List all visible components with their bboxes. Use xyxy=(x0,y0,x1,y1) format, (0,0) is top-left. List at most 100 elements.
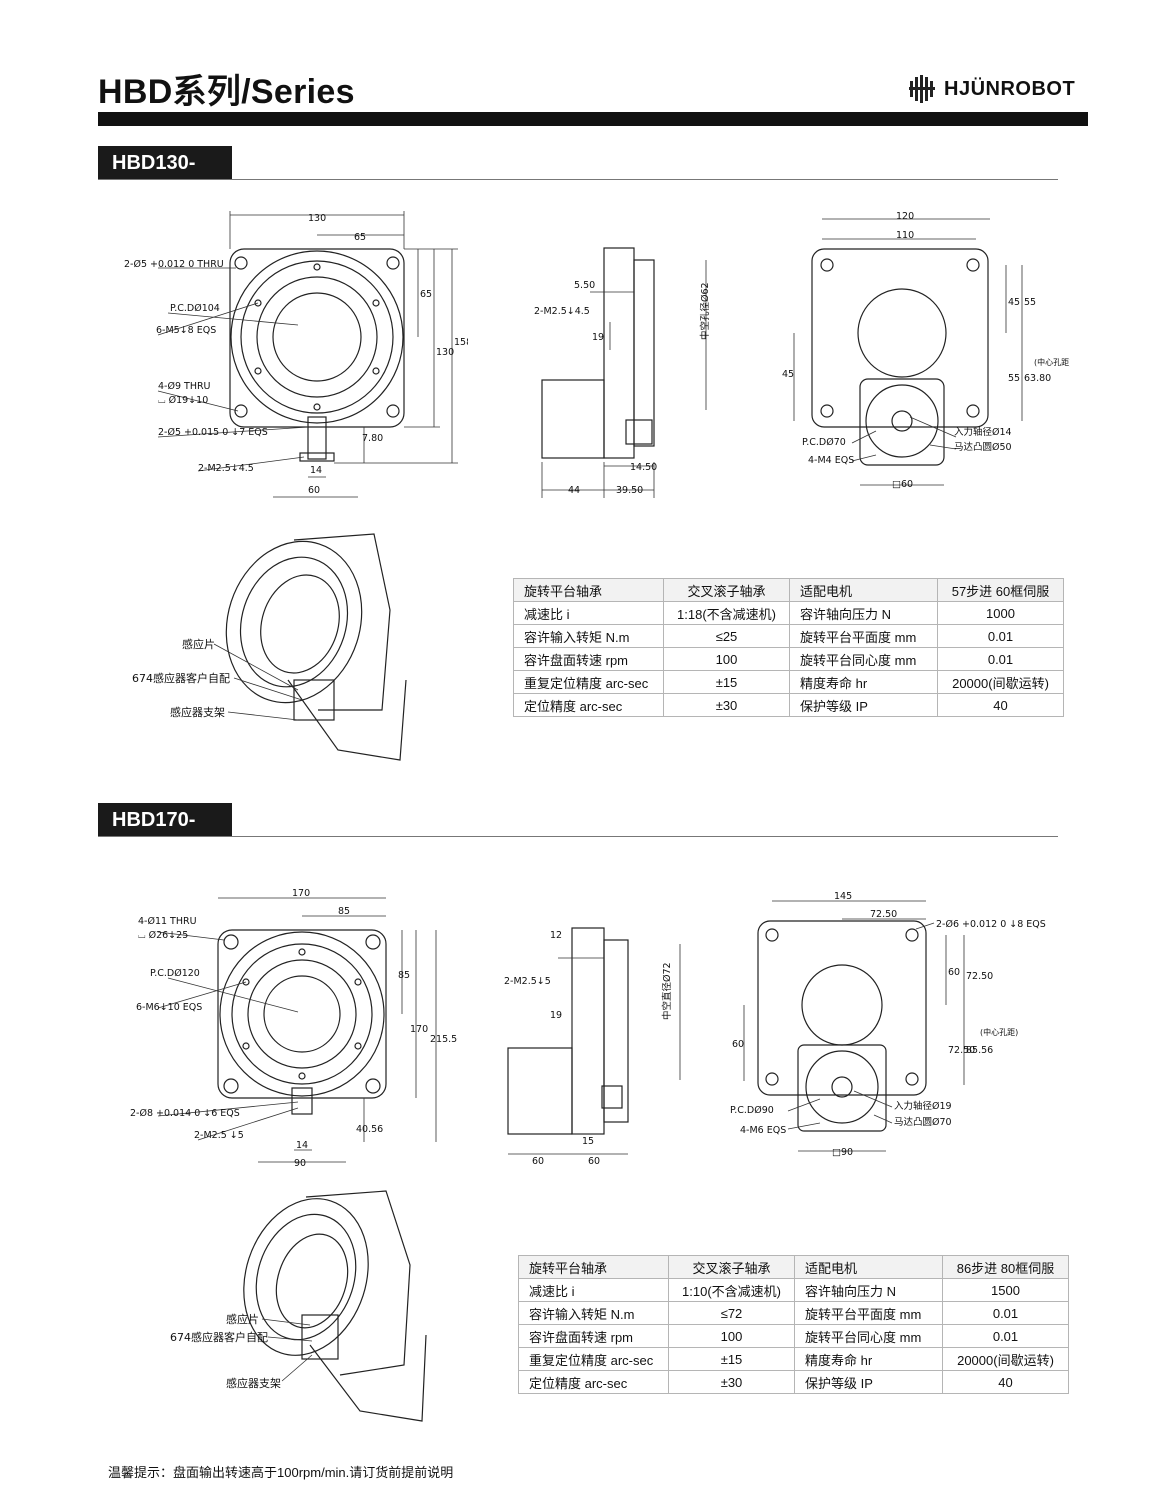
spec-label-cell: 容许盘面转速 rpm xyxy=(513,647,664,671)
note-pcd: P.C.DØ104 xyxy=(170,303,220,314)
iso-label-bracket: 感应器支架 xyxy=(170,705,225,719)
spec-label-cell: 容许盘面转速 rpm xyxy=(518,1324,669,1348)
back-left: 45 xyxy=(782,369,794,380)
spec-value-cell: 20000(间歇运转) xyxy=(942,1347,1069,1371)
brand-name: HJÜNROBOT xyxy=(944,78,1076,100)
back-h4: 63.80 xyxy=(1024,373,1051,384)
back-tap: 4-M6 EQS xyxy=(740,1125,786,1136)
spec-value-cell: ±30 xyxy=(663,693,790,717)
spec-value-cell: 0.01 xyxy=(937,647,1064,671)
note-sensor-tap: 2-M2.5 ↓5 xyxy=(194,1130,244,1141)
spec-label-cell: 重复定位精度 arc-sec xyxy=(518,1347,669,1371)
side-dim-c: 15 xyxy=(582,1136,594,1147)
header-rule xyxy=(98,112,1088,126)
back-h1: 45 xyxy=(1008,297,1020,308)
side-tap: 2-M2.5↓5 xyxy=(504,976,551,987)
dim-170: 170 xyxy=(292,888,310,899)
spec-label-cell: 容许轴向压力 N xyxy=(789,601,938,625)
brand-logo: HJÜNROBOT xyxy=(906,72,1090,106)
iso-label-sensor-plate: 感应片 xyxy=(182,637,215,651)
spec-label-cell: 容许输入转矩 N.m xyxy=(513,624,664,648)
outer-ring xyxy=(230,250,404,424)
side-tap: 2-M2.5↓4.5 xyxy=(534,306,590,317)
side-dim-d: 60 xyxy=(532,1156,544,1167)
spec-label-cell: 精度寿命 hr xyxy=(789,670,938,694)
note-pin: 2-Ø5 +0.015 0 ↓7 EQS xyxy=(158,427,268,438)
note-tap: 6-M6↓10 EQS xyxy=(136,1002,202,1013)
spec-label-cell: 旋转平台平面度 mm xyxy=(789,624,938,648)
spec-value-cell: 40 xyxy=(942,1370,1069,1394)
note-holes: 4-Ø11 THRU xyxy=(138,916,197,927)
back-w2: 110 xyxy=(896,230,914,241)
back-pcd: P.C.DØ70 xyxy=(802,437,846,448)
spec-value-cell: 20000(间歇运转) xyxy=(937,670,1064,694)
spec-value-cell: ±30 xyxy=(668,1370,795,1394)
back-center-label: (中心孔距) xyxy=(980,1027,1018,1037)
back-h3: 72.50 xyxy=(948,1045,975,1056)
back-shaft: 入力轴径Ø19 xyxy=(894,1100,952,1112)
spec-value-cell: 86步进 80框伺服 xyxy=(942,1255,1069,1279)
front-view-drawing: 170 85 85 170 215.56 40.56 14 90 4-Ø11 T… xyxy=(130,888,458,1169)
spec-value-cell: 0.01 xyxy=(942,1324,1069,1348)
dim-4056: 40.56 xyxy=(356,1124,383,1135)
spec-value-cell: ≤72 xyxy=(668,1301,795,1325)
back-view-drawing: 120 110 45 55 55 63.80 (中心孔距) 45 P.C.DØ7… xyxy=(782,211,1070,490)
model-title: HBD130-18K xyxy=(98,146,232,208)
back-h2: 55 xyxy=(1024,297,1036,308)
flange-outline xyxy=(229,248,405,428)
back-pin: 2-Ø6 +0.012 0 ↓8 EQS xyxy=(936,919,1046,930)
back-sq: □60 xyxy=(892,479,913,490)
dim-65-v: 65 xyxy=(420,289,432,300)
front-view-drawing: 130 65 65 130 158.80 7.80 14 60 2-Ø5 +0.… xyxy=(124,211,468,498)
note-cbore: ⌴ Ø26↓25 xyxy=(138,930,188,941)
spec-value-cell: 1:18(不含减速机) xyxy=(663,601,790,625)
spec-label-cell: 减速比 i xyxy=(518,1278,669,1302)
back-pcd: P.C.DØ90 xyxy=(730,1105,774,1116)
note-cbore: ⌴ Ø19↓10 xyxy=(158,395,208,406)
back-left: 60 xyxy=(732,1039,744,1050)
spec-value-cell: 1:10(不含减速机) xyxy=(668,1278,795,1302)
spec-value-cell: ≤25 xyxy=(663,624,790,648)
model-title: HBD170-10K xyxy=(98,803,232,865)
side-dim-a: 12 xyxy=(550,930,562,941)
spec-label-cell: 旋转平台轴承 xyxy=(513,578,664,602)
note-holes: 4-Ø9 THRU xyxy=(158,381,211,392)
back-center-label: (中心孔距) xyxy=(1034,357,1070,367)
section-rule xyxy=(98,179,1058,180)
dim-90: 90 xyxy=(294,1158,306,1169)
dim-14: 14 xyxy=(296,1140,308,1151)
back-sq: □90 xyxy=(832,1147,853,1158)
note-sensor-tap: 2-M2.5↓4.5 xyxy=(198,463,254,474)
spec-label-cell: 适配电机 xyxy=(789,578,938,602)
side-dim-e: 60 xyxy=(588,1156,600,1167)
spec-value-cell: 交叉滚子轴承 xyxy=(668,1255,795,1279)
back-h4: 85.56 xyxy=(966,1045,993,1056)
side-dim-d: 44 xyxy=(568,485,580,496)
side-dim-b: 19 xyxy=(592,332,604,343)
spec-value-cell: 57步进 60框伺服 xyxy=(937,578,1064,602)
back-w1: 145 xyxy=(834,891,852,902)
section-rule xyxy=(98,836,1058,837)
spec-value-cell: 100 xyxy=(663,647,790,671)
spec-label-cell: 旋转平台轴承 xyxy=(518,1255,669,1279)
spec-value-cell: 交叉滚子轴承 xyxy=(663,578,790,602)
spec-value-cell: 1000 xyxy=(937,601,1064,625)
spec-label-cell: 容许轴向压力 N xyxy=(794,1278,943,1302)
spec-label-cell: 旋转平台同心度 mm xyxy=(789,647,938,671)
iso-label-sensor: 674感应器客户自配 xyxy=(170,1330,268,1344)
dim-130-v: 130 xyxy=(436,347,454,358)
bore-circle xyxy=(272,292,362,382)
note-tap: 6-M5↓8 EQS xyxy=(156,325,216,336)
spec-value-cell: 0.01 xyxy=(937,624,1064,648)
dim-85: 85 xyxy=(338,906,350,917)
spec-value-cell: 100 xyxy=(668,1324,795,1348)
isometric-view-drawing: 感应片 674感应器客户自配 感应器支架 xyxy=(132,533,407,761)
note-thru: 2-Ø5 +0.012 0 THRU xyxy=(124,259,224,270)
